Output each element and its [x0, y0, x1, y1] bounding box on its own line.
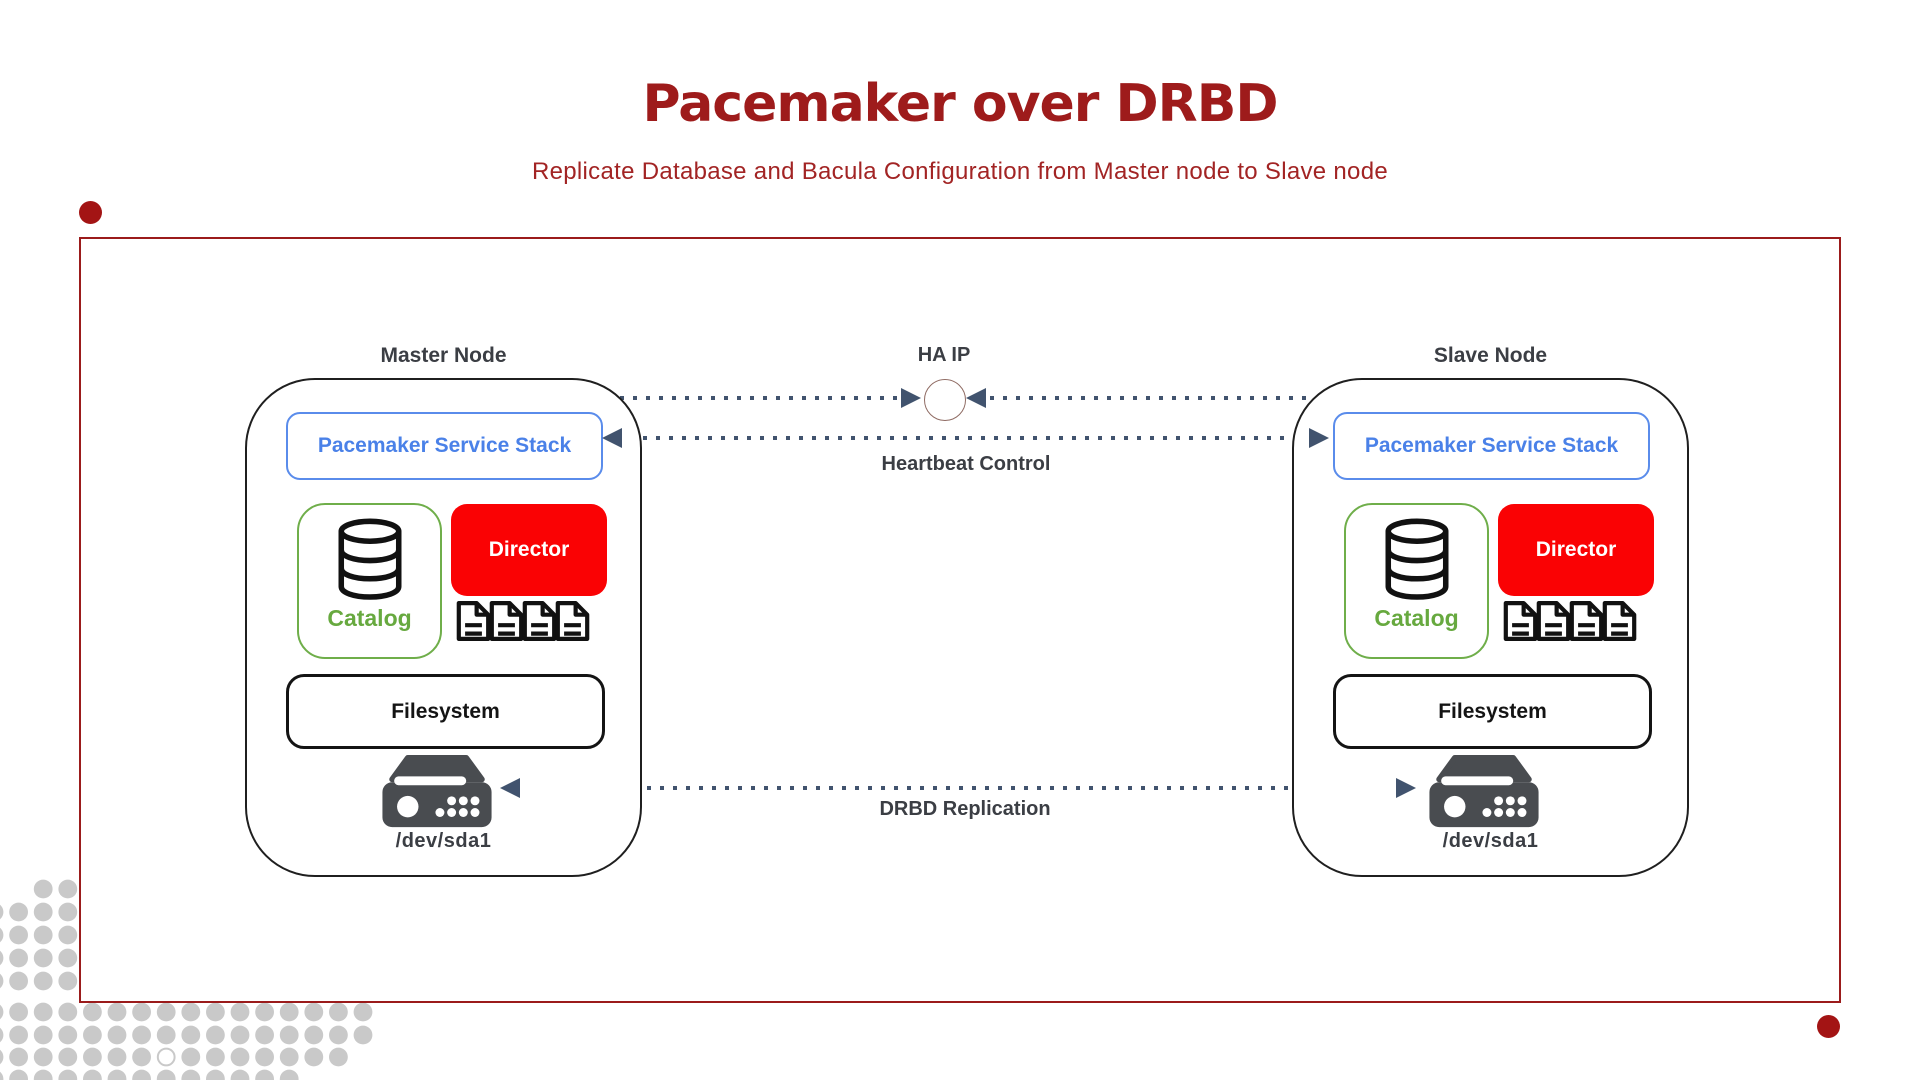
disk-icon	[1428, 755, 1539, 828]
document-icon	[1569, 601, 1604, 641]
ha-ip-line-left	[620, 396, 902, 400]
node-title: Master Node	[380, 344, 507, 367]
disk-icon	[381, 755, 492, 828]
pacemaker-label: Pacemaker Service Stack	[317, 434, 572, 457]
node-master: Master Node Pacemaker Service Stack Cata…	[245, 344, 642, 877]
document-icon	[1602, 601, 1637, 641]
filesystem-box: Filesystem	[1333, 674, 1652, 749]
pacemaker-label: Pacemaker Service Stack	[1364, 434, 1619, 457]
ha-ip-circle	[924, 379, 966, 421]
catalog-label: Catalog	[1374, 605, 1459, 631]
document-icon	[456, 601, 491, 641]
arrowhead-icon	[602, 428, 622, 448]
arrowhead-icon	[901, 388, 921, 408]
heartbeat-label: Heartbeat Control	[881, 453, 1051, 475]
device-label: /dev/sda1	[1442, 830, 1539, 852]
page-subtitle: Replicate Database and Bacula Configurat…	[531, 158, 1389, 185]
dots-pattern	[0, 879, 373, 1080]
heartbeat-line	[630, 436, 1302, 440]
catalog-label: Catalog	[327, 605, 412, 631]
diagram-frame	[79, 237, 1841, 1003]
drbd-label: DRBD Replication	[879, 798, 1051, 820]
document-icon	[555, 601, 590, 641]
director-label: Director	[488, 538, 570, 561]
filesystem-label: Filesystem	[391, 699, 500, 723]
catalog-box: Catalog	[1344, 503, 1489, 659]
red-dot-bottom-right	[1817, 1015, 1840, 1038]
arrowhead-icon	[1396, 778, 1416, 798]
director-box: Director	[1498, 504, 1654, 596]
document-icon	[1503, 601, 1538, 641]
device-label: /dev/sda1	[395, 830, 492, 852]
filesystem-label: Filesystem	[1438, 699, 1547, 723]
arrowhead-icon	[966, 388, 986, 408]
filesystem-box: Filesystem	[286, 674, 605, 749]
page-title: Pacemaker over DRBD	[642, 74, 1278, 134]
document-icon	[489, 601, 524, 641]
ha-ip-line-right	[990, 396, 1311, 400]
document-icon	[522, 601, 557, 641]
catalog-box: Catalog	[297, 503, 442, 659]
node-slave: Slave Node Pacemaker Service Stack Catal…	[1292, 344, 1689, 877]
director-box: Director	[451, 504, 607, 596]
database-icon	[1384, 518, 1448, 600]
red-dot-top-left	[79, 201, 102, 224]
arrowhead-icon	[500, 778, 520, 798]
pacemaker-box: Pacemaker Service Stack	[1333, 412, 1650, 480]
ha-ip-label: HA IP	[917, 344, 971, 366]
node-title: Slave Node	[1433, 344, 1548, 367]
director-label: Director	[1535, 538, 1617, 561]
pacemaker-box: Pacemaker Service Stack	[286, 412, 603, 480]
documents-row	[455, 600, 591, 642]
document-icon	[1536, 601, 1571, 641]
documents-row	[1502, 600, 1638, 642]
drbd-line	[530, 786, 1388, 790]
arrowhead-icon	[1309, 428, 1329, 448]
database-icon	[338, 518, 401, 600]
